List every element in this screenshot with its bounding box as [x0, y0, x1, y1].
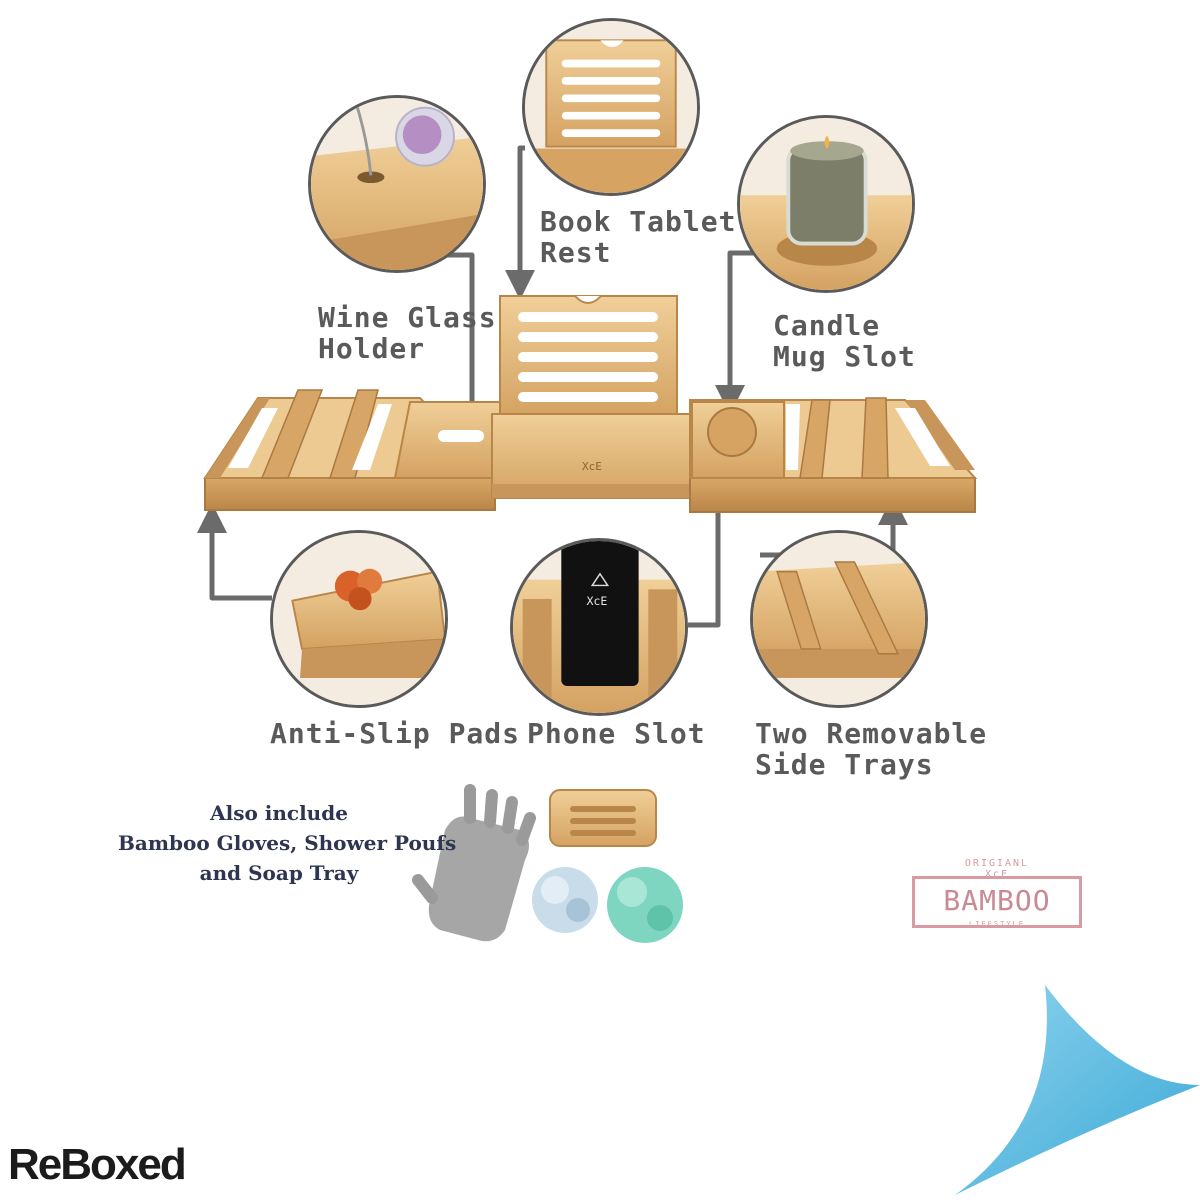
- accessories-note: Also include Bamboo Gloves, Shower Poufs…: [118, 801, 457, 885]
- caddy-logo: XcE: [582, 460, 602, 473]
- label-book-tablet-rest: Book Tablet Rest: [540, 205, 737, 269]
- phone-logo: XcE: [586, 594, 607, 608]
- reboxed-logo: ReBoxed: [8, 1140, 187, 1189]
- label-wine-glass-holder: Wine Glass Holder: [318, 301, 497, 365]
- candle-mug-detail-photo: [737, 115, 915, 293]
- accessory-items: [412, 784, 683, 943]
- phone-slot-detail-photo: XcE: [510, 538, 688, 716]
- label-candle-mug-slot: Candle Mug Slot: [773, 309, 916, 373]
- badge-top-text: ORIGIANL XcE: [964, 858, 1030, 880]
- label-phone-slot: Phone Slot: [527, 717, 706, 750]
- side-trays-detail-photo: [750, 530, 928, 708]
- arrow-book-rest: [505, 145, 535, 300]
- anti-slip-detail-photo: [270, 530, 448, 708]
- arrow-candle-mug: [715, 250, 755, 415]
- label-anti-slip-pads: Anti-Slip Pads: [270, 717, 521, 750]
- arrow-phone-slot: [688, 465, 733, 628]
- badge-main-text: BAMBOO: [943, 884, 1051, 917]
- bamboo-lifestyle-badge: [912, 876, 1082, 928]
- wine-glass-detail-photo: [308, 95, 486, 273]
- bath-caddy: XcE: [203, 295, 978, 513]
- page-curl-corner: [955, 985, 1200, 1195]
- book-rest-detail-photo: [522, 18, 700, 196]
- badge-bottom-text: LIFESTYLE: [969, 920, 1025, 928]
- arrow-anti-slip: [197, 503, 272, 601]
- label-two-removable-side-trays: Two Removable Side Trays: [755, 717, 988, 781]
